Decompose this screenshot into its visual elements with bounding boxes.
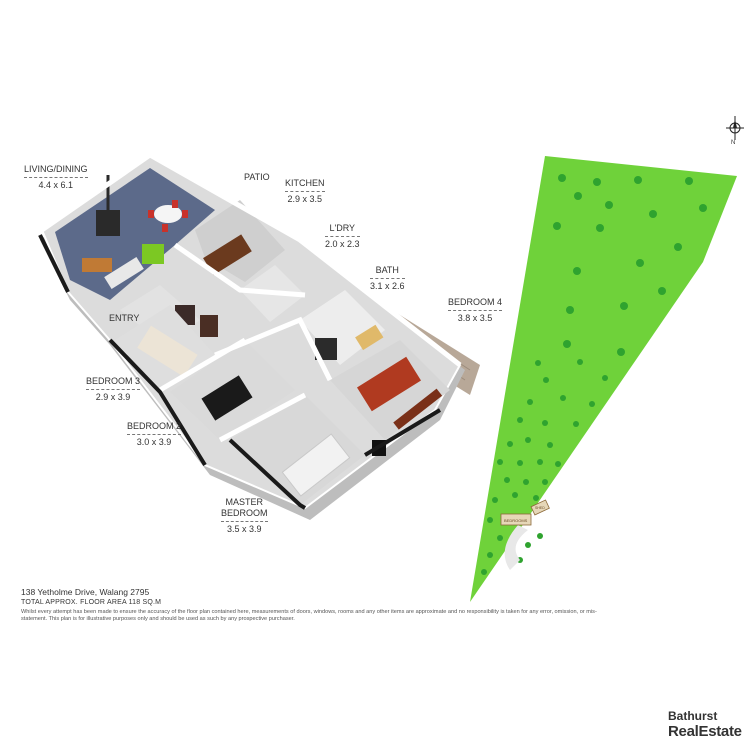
brand-line2: RealEstate <box>668 723 742 740</box>
site-shed <box>530 499 550 516</box>
driveway <box>504 525 528 570</box>
brand-line1: Bathurst <box>668 709 718 723</box>
site-house-tag: BEDROOMS <box>504 518 528 523</box>
floor-area: TOTAL APPROX. FLOOR AREA 118 SQ.M <box>21 599 162 606</box>
coffee-table <box>82 258 112 272</box>
entry-cabinet <box>200 315 218 337</box>
master-bed <box>281 433 351 497</box>
bedroom4-desk <box>393 388 443 430</box>
bedroom3-bed <box>137 325 198 377</box>
fireplace <box>96 210 120 236</box>
kitchen-bench <box>203 234 252 276</box>
label-entry: ENTRY <box>109 313 140 323</box>
north-label: N <box>731 140 736 146</box>
shower <box>315 338 337 360</box>
dining-table <box>154 205 182 223</box>
bath-vanity <box>355 324 384 351</box>
sofa <box>104 256 144 290</box>
bedroom4-bed <box>356 356 422 412</box>
brand-logo: Bathurst RealEstate <box>668 709 742 739</box>
site-house <box>500 513 532 526</box>
master-floor <box>230 395 365 505</box>
green-armchair <box>142 244 164 264</box>
bedroom2-bed <box>201 375 253 421</box>
label-patio: PATIO <box>244 172 270 182</box>
disclaimer: Whilst every attempt has been made to en… <box>21 609 597 622</box>
property-address: 138 Yetholme Drive, Walang 2795 <box>21 587 150 597</box>
site-shed-tag: SHED <box>535 506 545 510</box>
trees <box>481 174 707 575</box>
north-arrow-icon <box>726 116 744 140</box>
